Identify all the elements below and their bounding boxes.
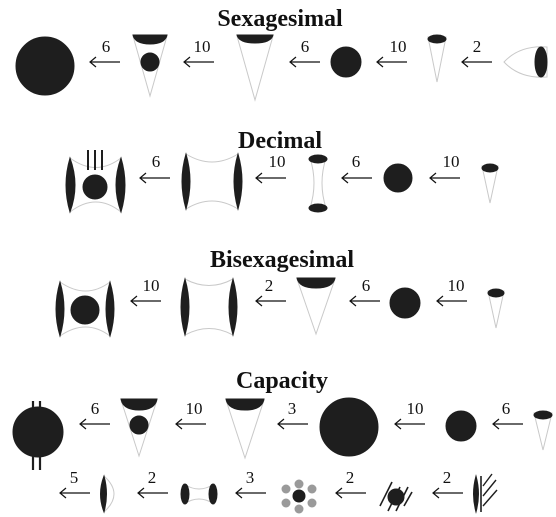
- arrow-sex-3: 6: [289, 37, 321, 68]
- large-circle-with-strokes-icon: [12, 401, 64, 470]
- arrow-cap-8: 3: [235, 468, 267, 499]
- svg-text:2: 2: [265, 276, 274, 295]
- half-bracket-icon: [100, 474, 115, 514]
- svg-text:6: 6: [152, 152, 161, 171]
- arrow-dec-1: 6: [139, 152, 171, 184]
- small-circle-icon-bisex: [389, 287, 421, 319]
- small-circle-icon-cap: [445, 410, 477, 442]
- svg-text:10: 10: [407, 399, 424, 418]
- section-title-capacity: Capacity: [236, 368, 328, 394]
- arrow-cap-3: 3: [277, 399, 309, 430]
- arrow-cap-2: 10: [175, 399, 207, 430]
- svg-text:5: 5: [70, 468, 79, 487]
- arrow-sex-1: 6: [89, 37, 121, 68]
- arrow-cap-6: 5: [59, 468, 91, 499]
- svg-text:6: 6: [102, 37, 111, 56]
- svg-text:2: 2: [346, 468, 355, 487]
- hatched-dot-icon: [379, 481, 413, 512]
- cone-pair-icon: [308, 154, 328, 213]
- deep-cone-icon-cap: [225, 398, 265, 460]
- arrow-cap-7: 2: [137, 468, 169, 499]
- deep-cone-icon: [236, 34, 274, 102]
- arrow-bisex-4: 10: [436, 276, 468, 307]
- svg-text:6: 6: [352, 152, 361, 171]
- deep-cone-icon-bisex: [296, 277, 336, 336]
- svg-text:6: 6: [502, 399, 511, 418]
- section-title-decimal: Decimal: [238, 128, 322, 154]
- svg-text:10: 10: [448, 276, 465, 295]
- arrow-dec-4: 10: [429, 152, 461, 184]
- narrow-cone-icon: [427, 34, 447, 83]
- section-title-bisexagesimal: Bisexagesimal: [210, 247, 354, 273]
- deep-cone-with-dot-icon-cap: [120, 398, 158, 458]
- svg-text:10: 10: [443, 152, 460, 171]
- narrow-cone-icon-dec: [481, 163, 499, 204]
- lying-cone-icon: [503, 46, 548, 78]
- svg-text:2: 2: [443, 468, 452, 487]
- arrow-sex-5: 2: [461, 37, 493, 68]
- arrow-cap-5: 6: [492, 399, 524, 430]
- svg-text:6: 6: [301, 37, 310, 56]
- svg-text:3: 3: [288, 399, 297, 418]
- arrow-cap-10: 2: [432, 468, 464, 499]
- dot-ring-icon: [281, 479, 317, 514]
- arrow-bisex-3: 6: [349, 276, 381, 307]
- small-bracket-pair-icon: [180, 483, 218, 505]
- svg-text:3: 3: [246, 468, 255, 487]
- narrow-cone-icon-bisex: [487, 288, 505, 329]
- small-circle-icon: [330, 46, 362, 78]
- arrow-dec-3: 6: [341, 152, 373, 184]
- svg-text:2: 2: [473, 37, 482, 56]
- hatched-bracket-icon: [473, 473, 498, 514]
- arrow-sex-4: 10: [376, 37, 408, 68]
- large-circle-icon-cap: [319, 397, 379, 457]
- svg-text:10: 10: [194, 37, 211, 56]
- large-circle-icon: [15, 36, 75, 96]
- tall-bracket-pair-icon: [181, 152, 243, 211]
- arrow-cap-9: 2: [335, 468, 367, 499]
- arrow-bisex-2: 2: [255, 276, 287, 307]
- tall-bracket-pair-icon-bisex: [180, 277, 238, 337]
- section-title-sexagesimal: Sexagesimal: [217, 6, 343, 32]
- narrow-cone-icon-cap: [533, 410, 553, 451]
- svg-text:10: 10: [269, 152, 286, 171]
- deep-cone-with-dot-icon: [132, 34, 168, 98]
- arrow-cap-4: 10: [394, 399, 426, 430]
- svg-text:2: 2: [148, 468, 157, 487]
- tall-bracket-with-circle-icon: [65, 150, 126, 214]
- small-circle-icon-dec: [383, 163, 413, 193]
- svg-text:10: 10: [186, 399, 203, 418]
- arrow-cap-1: 6: [79, 399, 111, 430]
- svg-text:10: 10: [390, 37, 407, 56]
- arrow-dec-2: 10: [255, 152, 287, 184]
- svg-text:6: 6: [362, 276, 371, 295]
- arrow-sex-2: 10: [183, 37, 215, 68]
- svg-text:6: 6: [91, 399, 100, 418]
- tall-bracket-with-circle-icon-bisex: [55, 280, 115, 338]
- svg-text:10: 10: [143, 276, 160, 295]
- arrow-bisex-1: 10: [130, 276, 162, 307]
